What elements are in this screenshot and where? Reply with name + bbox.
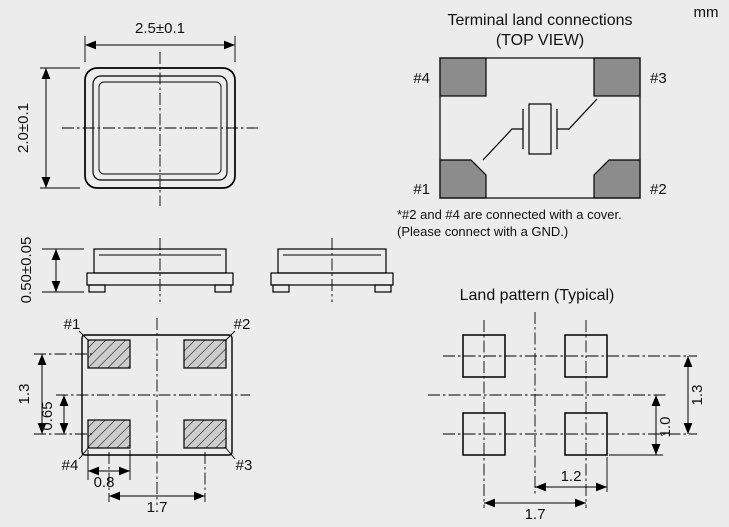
section-title: Land pattern (Typical)	[460, 287, 615, 304]
terminal-foot-left	[272, 284, 290, 293]
terminal-pad-3	[593, 57, 641, 97]
top-view: 2.5±0.1 2.0±0.1	[15, 20, 258, 206]
pad-edge-dim-text: 1.2	[561, 468, 582, 485]
pad-label-3: #3	[650, 70, 667, 87]
base-profile	[86, 272, 234, 286]
terminal-foot-left	[88, 284, 106, 293]
pad-height-dim-text: 1.0	[657, 417, 674, 438]
section-subtitle: (TOP VIEW)	[496, 32, 584, 49]
package-outline	[84, 67, 236, 189]
pad-label-3: #3	[236, 457, 253, 474]
note-line-2: (Please connect with a GND.)	[397, 224, 568, 239]
horizontal-pitch-dimension: 0.8 1.7	[87, 450, 206, 516]
width-dimension: 2.5±0.1	[84, 20, 236, 62]
terminal-land-connections: Terminal land connections (TOP VIEW) #4 …	[397, 12, 667, 239]
pad-label-4: #4	[62, 457, 79, 474]
thickness-dimension: 0.50±0.05	[18, 237, 84, 304]
land-pad-bottom-right	[564, 412, 608, 456]
side-view-side	[270, 238, 394, 302]
vertical-pitch-dimension: 1.3 0.65	[16, 353, 92, 435]
base-profile	[270, 272, 394, 286]
package-outline	[439, 57, 641, 199]
section-title: Terminal land connections	[448, 12, 633, 29]
leader-line-3	[224, 446, 236, 460]
lid-inner-outline	[98, 81, 222, 175]
land-pad-top-left	[462, 334, 506, 378]
pitch-v-dim-text: 1.3	[16, 384, 33, 405]
bottom-pad-2	[183, 339, 227, 369]
pitch-h-dim-text: 1.7	[147, 499, 168, 516]
pad-label-1: #1	[413, 181, 430, 198]
pitch-v-dim-text: 1.3	[689, 385, 706, 406]
lid-seam-outline	[92, 75, 228, 181]
thickness-dim-text: 0.50±0.05	[18, 237, 35, 304]
leader-line-2	[224, 330, 236, 342]
bottom-view: #1 #2 #4 #3 1.3 0.65 0.8 1.7	[16, 316, 252, 516]
terminal-foot-right	[214, 284, 232, 293]
pad-label-2: #2	[650, 181, 667, 198]
height-dim-text: 2.0±0.1	[15, 103, 32, 153]
terminal-pad-4	[439, 57, 487, 97]
pad-label-1: #1	[64, 316, 81, 333]
units-label: mm	[694, 4, 719, 21]
bottom-pad-4	[87, 419, 131, 449]
pad-label-4: #4	[413, 70, 430, 87]
land-pattern: Land pattern (Typical) 1.3 1.0 1.2 1.7	[428, 287, 706, 523]
crystal-lead-left	[482, 128, 523, 161]
leader-line-4	[78, 446, 90, 460]
note-line-1: *#2 and #4 are connected with a cover.	[397, 207, 622, 222]
terminal-foot-right	[374, 284, 392, 293]
pad-label-2: #2	[234, 316, 251, 333]
width-dim-text: 2.5±0.1	[135, 20, 185, 37]
land-pad-top-right	[564, 334, 608, 378]
height-dimension: 2.0±0.1	[15, 67, 80, 189]
bottom-pad-1	[87, 339, 131, 369]
bottom-pad-3	[183, 419, 227, 449]
half-pitch-v-dim-text: 0.65	[39, 401, 56, 430]
land-pad-bottom-left	[462, 412, 506, 456]
pitch-h-dim-text: 1.7	[525, 506, 546, 523]
terminal-pad-2	[593, 159, 641, 199]
leader-line-1	[78, 330, 90, 342]
pad-width-dim-text: 0.8	[94, 474, 115, 491]
side-view-front: 0.50±0.05	[18, 237, 234, 304]
terminal-pad-1	[439, 159, 487, 199]
crystal-symbol	[482, 98, 598, 161]
crystal-lead-right	[557, 98, 598, 130]
crystal-body	[528, 103, 552, 155]
